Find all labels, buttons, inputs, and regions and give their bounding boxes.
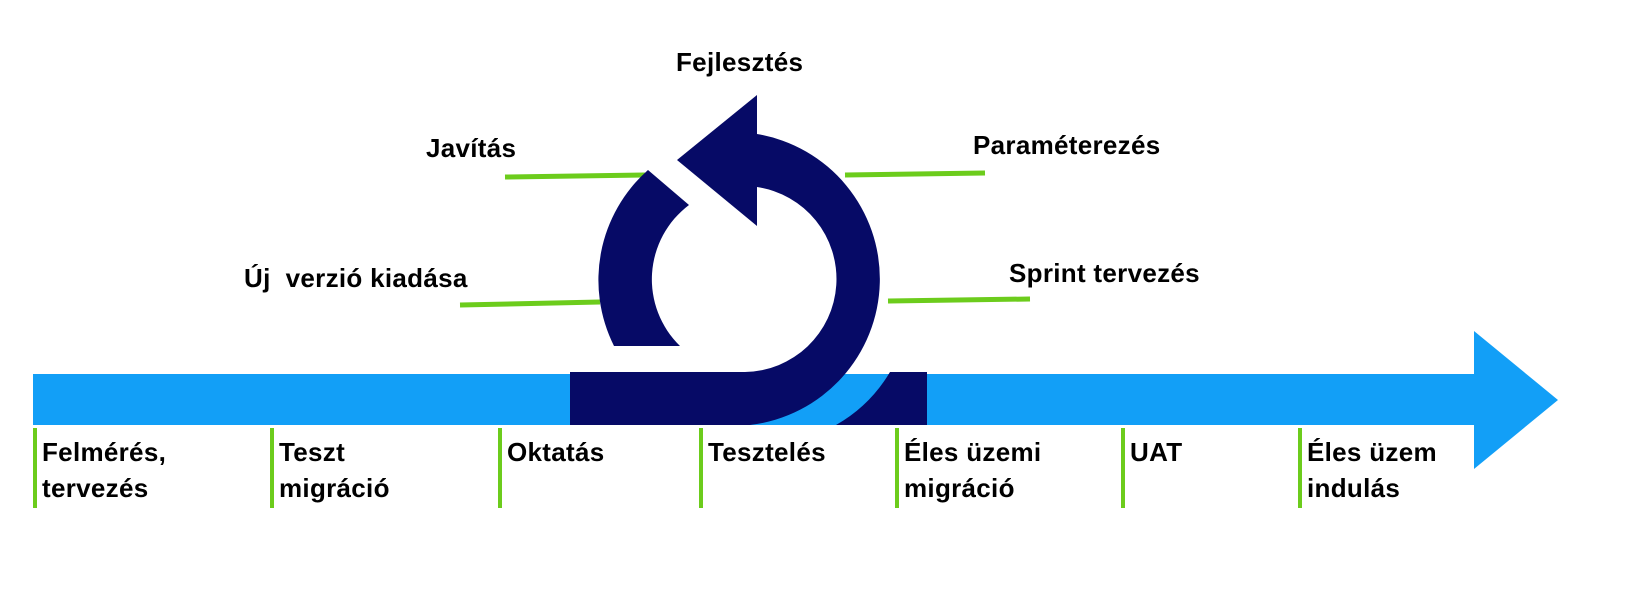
phase-line-1: Felmérés, [42,437,167,467]
label-sprint-tervezes: Sprint tervezés [1009,258,1200,288]
cycle-main-arc [570,134,880,425]
connector-sprint [887,296,1031,304]
phase-label: Teszt migráció [279,434,390,506]
label-fejlesztes: Fejlesztés [676,47,804,77]
phase-tick [33,428,37,508]
phase-line-1: Éles üzemi [904,437,1042,467]
label-connectors [459,170,1031,308]
phase-label: Oktatás [507,434,604,470]
phase-line-2: tervezés [42,473,149,503]
phase-label: Tesztelés [708,434,826,470]
connector-parameterezes [844,170,986,178]
phase-line-2: migráció [904,473,1015,503]
iteration-cycle-icon [570,95,927,425]
cycle-arrowhead [677,95,757,226]
phase-line-2: indulás [1307,473,1401,503]
label-parameterezes: Paraméterezés [973,130,1161,160]
phase-tick [895,428,899,508]
timeline-arrowhead [1474,331,1558,469]
connector-javitas [504,172,646,180]
phase-tick [1298,428,1302,508]
phase-tick [498,428,502,508]
cycle-left-arc [598,170,689,346]
phase-label: UAT [1130,434,1182,470]
phase-line-1: Tesztelés [708,437,826,467]
phase-line-1: Éles üzem [1307,437,1437,467]
phase-line-1: Teszt [279,437,346,467]
phase-tick [699,428,703,508]
connector-uj-verzio [459,299,601,308]
phase-label: Éles üzem indulás [1307,434,1437,506]
phase-line-1: Oktatás [507,437,605,467]
label-javitas: Javítás [426,133,517,163]
phase-line-2: migráció [279,473,390,503]
cycle-tail-block [836,372,927,425]
phase-label: Felmérés, tervezés [42,434,166,506]
phase-tick [270,428,274,508]
phase-tick [1121,428,1125,508]
phase-label: Éles üzemi migráció [904,434,1041,506]
label-uj-verzio-kiadasa: Új verzió kiadása [244,263,468,293]
phase-line-1: UAT [1130,437,1183,467]
